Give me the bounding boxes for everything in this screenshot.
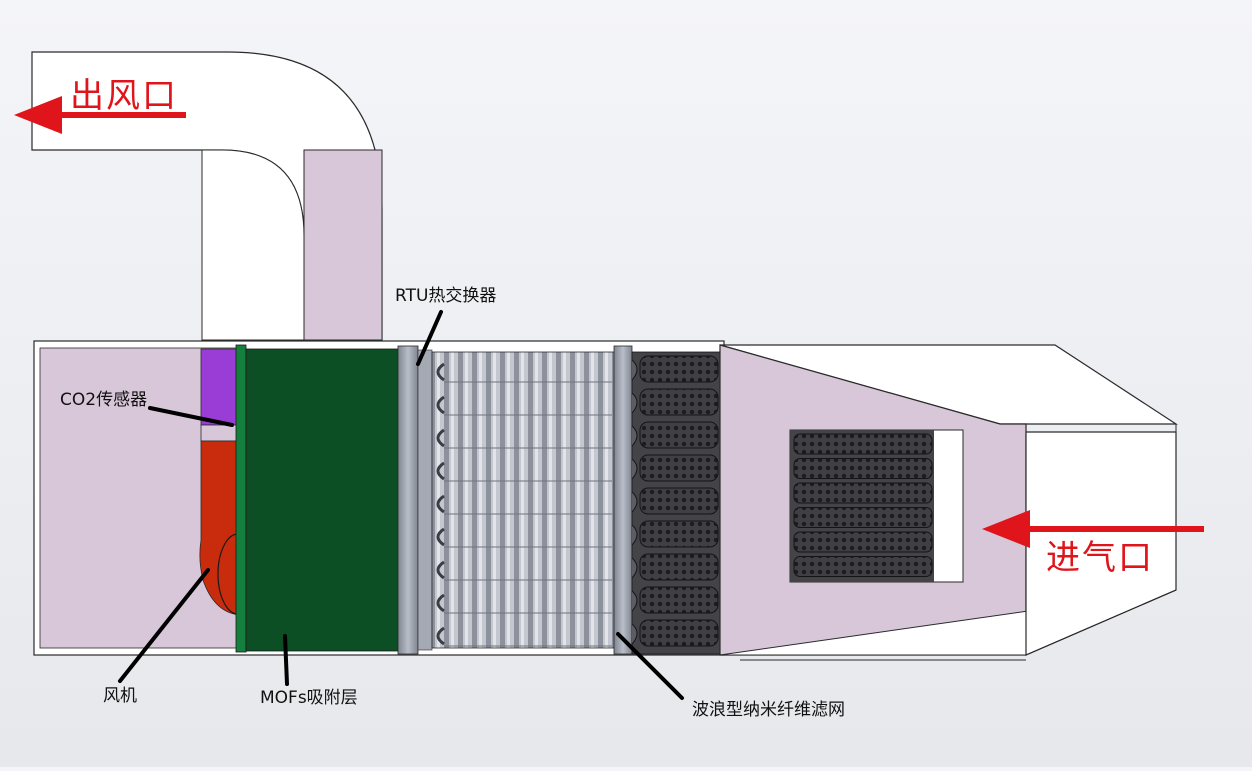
fan-body (199, 440, 240, 616)
heat-exchanger-frame-right (613, 345, 633, 655)
window-filter-row (793, 433, 933, 455)
heat-exchanger-tubes (436, 362, 612, 647)
filter-wave (631, 590, 638, 612)
inlet-edge-lower (1025, 589, 1177, 656)
filter-leader (616, 632, 684, 700)
mofs-leader (283, 634, 289, 686)
tube-bend (436, 527, 445, 547)
tube-bend (436, 494, 445, 514)
wave-filter-rows (631, 355, 719, 647)
inlet-arrow (982, 510, 1204, 548)
filter-wave (631, 359, 638, 381)
filter-row (639, 355, 719, 383)
window-filter-row (793, 458, 933, 479)
filter-row (639, 388, 719, 416)
window-filter-row (793, 556, 933, 577)
filter-row (639, 619, 719, 647)
tube-bend (436, 626, 445, 646)
filter-row (639, 421, 719, 449)
filter-row (639, 553, 719, 581)
mofs-layer-label: MOFs吸附层 (260, 688, 358, 708)
co2-sensor-label: CO2传感器 (60, 390, 148, 410)
tube-bend (436, 395, 445, 415)
inlet-window-filter-rows (793, 433, 933, 577)
heat-exchanger-frame-inner (417, 349, 433, 651)
heat-exchanger-frame-left (397, 345, 419, 655)
filter-wave (631, 623, 638, 645)
mofs-edge (235, 344, 247, 653)
tube-bend (436, 461, 445, 481)
filter-row (639, 487, 719, 515)
filter-wave (631, 524, 638, 546)
outlet-duct-side (303, 149, 383, 341)
filter-wave (631, 491, 638, 513)
co2-leader (148, 406, 234, 427)
rtu-leader (416, 310, 443, 366)
outlet-duct-inner (201, 149, 305, 341)
tube-bend (436, 362, 445, 382)
filter-wave (631, 458, 638, 480)
wave-filter-label: 波浪型纳米纤维滤网 (692, 700, 845, 720)
filter-wave (631, 392, 638, 414)
inlet-label: 进气口 (1046, 538, 1154, 578)
mofs-layer (245, 348, 399, 652)
filter-row (639, 520, 719, 548)
co2-sensor-base (200, 424, 240, 442)
filter-row (639, 586, 719, 614)
window-filter-row (793, 531, 933, 553)
tube-bend (436, 560, 445, 580)
outlet-arrow (14, 96, 186, 134)
filter-wave (631, 557, 638, 579)
fan-label: 风机 (103, 686, 137, 706)
filter-row (639, 454, 719, 482)
tube-bend (436, 593, 445, 613)
heat-exchanger-core (431, 351, 615, 649)
filter-wave (631, 425, 638, 447)
outlet-label: 出风口 (70, 76, 178, 116)
tube-bend (436, 428, 445, 448)
fan-leader (118, 568, 210, 683)
co2-sensor-block (200, 348, 240, 426)
window-filter-row (793, 482, 933, 504)
rtu-heat-exchanger-label: RTU热交换器 (395, 286, 497, 306)
window-filter-row (793, 507, 933, 528)
